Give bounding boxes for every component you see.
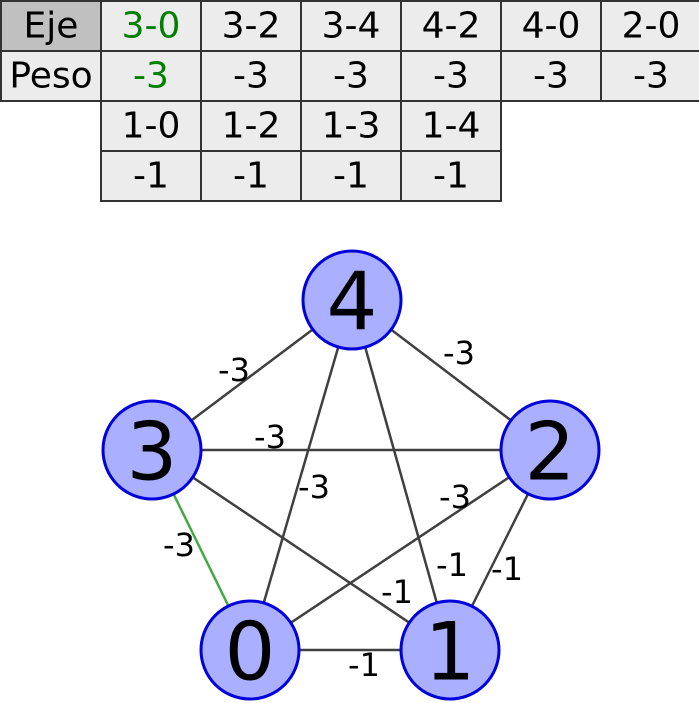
- edge-weight-label-4-2: -3: [443, 334, 475, 372]
- node-2: 2: [499, 399, 601, 501]
- graph-nodes: 4 3 2 0 1: [101, 249, 601, 701]
- table-header-weight: Peso: [9, 56, 92, 97]
- edge-2-0: [249, 448, 551, 652]
- edge-weight-label-2-0: -3: [439, 478, 471, 516]
- table-edge-label: 1-4: [422, 106, 481, 147]
- table-header-cell-weight: [0, 50, 102, 102]
- edge-weight-label-3-0: -3: [163, 526, 195, 564]
- table-cell-weight: [300, 150, 402, 202]
- table-weight-label: -3: [233, 56, 269, 97]
- table-cell-edge: [200, 100, 302, 152]
- table-weight-label: -1: [233, 156, 269, 197]
- table-edge-label: 1-2: [222, 106, 281, 147]
- table-weight-label: -3: [133, 56, 169, 97]
- table-cell-edge: [600, 0, 699, 52]
- edge-weight-label-2-1: -1: [491, 550, 523, 588]
- node-circle: [499, 399, 601, 501]
- node-1: 1: [399, 599, 501, 701]
- node-circle: [199, 599, 301, 701]
- table-weight-label: -3: [333, 56, 369, 97]
- table-cell-weight: [500, 50, 602, 102]
- table-cell-weight: [200, 50, 302, 102]
- table-cell-edge: [300, 100, 402, 152]
- table-edge-label: 4-2: [422, 6, 481, 47]
- table-edge-label: 4-0: [522, 6, 581, 47]
- edge-weight-label-4-0: -3: [298, 468, 330, 506]
- node-label: 0: [225, 606, 276, 699]
- edge-weight-label-3-2: -3: [254, 418, 286, 456]
- table-edge-label: 3-4: [322, 6, 381, 47]
- node-label: 1: [425, 606, 476, 699]
- edge-weight-label-4-3: -3: [218, 351, 250, 389]
- node-circle: [399, 599, 501, 701]
- edge-weight-label-4-1: -1: [436, 546, 468, 584]
- table-cell-weight: [300, 50, 402, 102]
- edge-4-1: [350, 299, 452, 651]
- table-edge-label: 1-0: [122, 106, 181, 147]
- node-3: 3: [101, 399, 203, 501]
- table-weight-label: -1: [133, 156, 169, 197]
- table-header-edge: Eje: [24, 6, 79, 47]
- node-label: 4: [327, 256, 378, 349]
- edge-3-1: [151, 448, 451, 652]
- table-header-cell-edge: [0, 0, 102, 52]
- table-cell-edge: [400, 100, 502, 152]
- table-weight-label: -3: [433, 56, 469, 97]
- table-edge-label: 1-3: [322, 106, 381, 147]
- node-4: 4: [301, 249, 403, 351]
- node-circle: [301, 249, 403, 351]
- node-circle: [101, 399, 203, 501]
- table-cell-weight: [600, 50, 699, 102]
- table-cell-weight: [400, 50, 502, 102]
- table-weight-label: -3: [533, 56, 569, 97]
- node-0: 0: [199, 599, 301, 701]
- table-edge-label: 3-0: [122, 6, 181, 47]
- graph-edges: [150, 299, 552, 652]
- table-edge-label: 2-0: [622, 6, 681, 47]
- table-edge-label: 3-2: [222, 6, 281, 47]
- table-weight-label: -1: [433, 156, 469, 197]
- edge-weight-label-0-1: -1: [348, 646, 380, 684]
- edge-weight-label-3-1: -1: [381, 573, 413, 611]
- node-label: 3: [127, 406, 178, 499]
- table-weight-label: -1: [333, 156, 369, 197]
- edge-weight-labels: -3-3-3-3-3-3-1-1-1-1: [163, 334, 523, 684]
- node-label: 2: [525, 406, 576, 499]
- table-cell-weight: [200, 150, 302, 202]
- table-cell-weight: [400, 150, 502, 202]
- table-weight-label: -3: [633, 56, 669, 97]
- edge-4-0: [248, 299, 354, 651]
- table-cell-weight: [100, 150, 202, 202]
